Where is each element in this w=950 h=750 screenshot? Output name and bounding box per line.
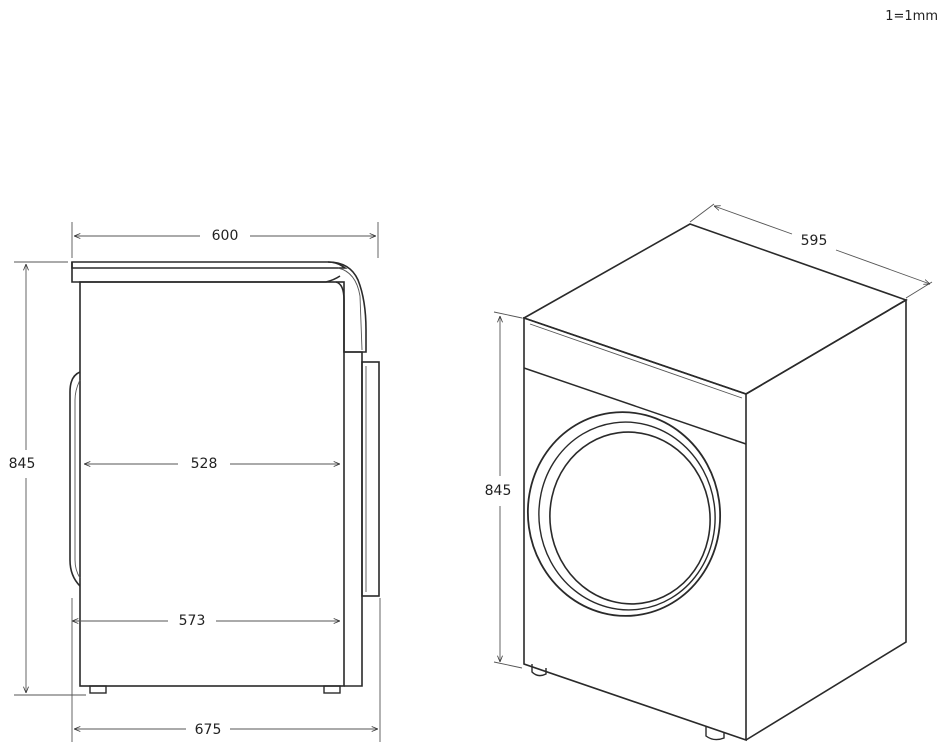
dim-573-label: 573 bbox=[179, 613, 206, 629]
dim-595-line-right bbox=[835, 249, 930, 284]
persp-foot-left bbox=[531, 664, 547, 677]
persp-side-face bbox=[745, 298, 907, 741]
persp-foot-right bbox=[705, 726, 725, 741]
persp-front-face bbox=[523, 316, 747, 742]
side-back-lower bbox=[344, 351, 363, 687]
side-back-curve bbox=[327, 261, 367, 353]
dim-595-ext-right bbox=[905, 281, 933, 299]
persp-door-rim bbox=[538, 421, 716, 611]
dim-845p-ext-bottom bbox=[493, 661, 523, 669]
dim-600-label: 600 bbox=[212, 228, 239, 244]
side-top-panel bbox=[71, 261, 348, 269]
persp-top-edge-inner bbox=[529, 323, 743, 399]
side-door-bulge-inner bbox=[74, 379, 81, 579]
perspective-view: 595 845 bbox=[485, 203, 933, 742]
dim-595-label: 595 bbox=[801, 233, 828, 249]
scale-note: 1=1mm bbox=[885, 9, 938, 24]
dim-528-label: 528 bbox=[191, 456, 218, 472]
persp-door-outer bbox=[526, 411, 722, 617]
dim-845-persp-label: 845 bbox=[485, 483, 512, 499]
side-rear-panel bbox=[361, 361, 380, 597]
dim-595-ext-left bbox=[689, 203, 715, 223]
side-door-bulge bbox=[69, 371, 81, 587]
side-view: 600 845 528 573 675 bbox=[9, 222, 381, 742]
dim-595-line-left bbox=[714, 206, 793, 235]
dim-845p-ext-top bbox=[493, 311, 523, 319]
side-foot-front bbox=[89, 685, 107, 694]
persp-top-face bbox=[522, 223, 908, 395]
side-foot-back bbox=[323, 685, 341, 694]
persp-control-panel-line bbox=[523, 367, 747, 445]
persp-door-glass bbox=[549, 431, 711, 605]
side-back-inner-curve bbox=[337, 267, 363, 351]
dim-845-side-label: 845 bbox=[9, 456, 36, 472]
side-body bbox=[79, 281, 345, 687]
side-top-panel-outline bbox=[71, 262, 341, 283]
dim-675-label: 675 bbox=[195, 722, 222, 738]
